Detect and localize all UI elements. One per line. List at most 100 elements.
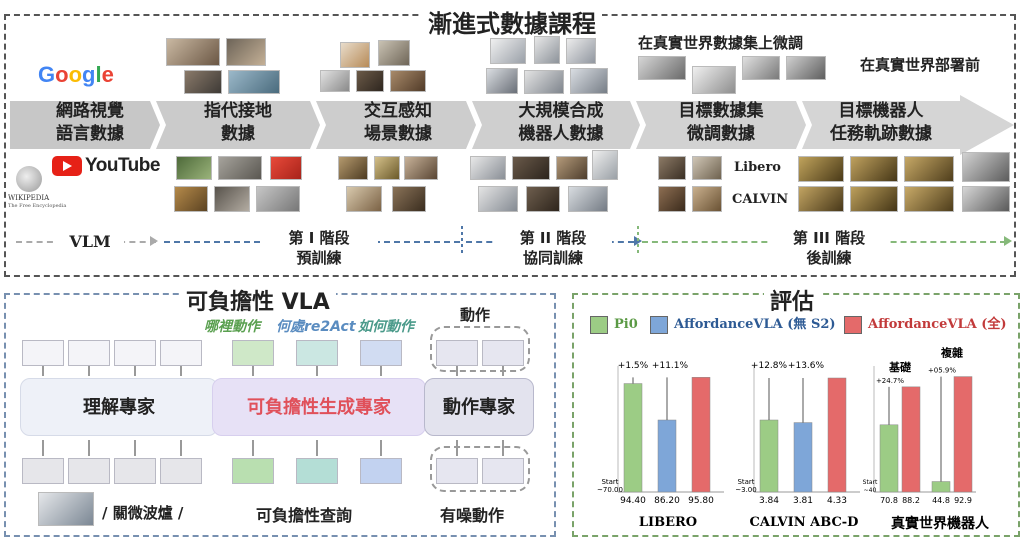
legend-label-pi0: Pi0 bbox=[614, 317, 638, 332]
phase-divider bbox=[637, 226, 639, 256]
chart-delta-label: +13.6% bbox=[788, 361, 825, 371]
chart-bar bbox=[931, 481, 951, 493]
legend-label-affordance-no-s2: AffordanceVLA (無 S2) bbox=[674, 317, 836, 332]
grounding-image bbox=[226, 38, 266, 66]
output-token bbox=[68, 340, 110, 366]
chart-delta-label: +12.8% bbox=[751, 361, 788, 371]
chart-bar bbox=[827, 377, 847, 493]
phase-arrowhead bbox=[150, 236, 158, 246]
chart-bar bbox=[901, 386, 921, 493]
finetune-real-label: 在真實世界數據集上微調 bbox=[638, 34, 804, 52]
chart-delta-label: +05.9% bbox=[928, 367, 956, 375]
target-robot-image bbox=[850, 186, 898, 212]
grounding-image bbox=[270, 156, 302, 180]
google-logo: Google bbox=[38, 62, 114, 87]
real-finetune-image bbox=[786, 56, 826, 80]
synthetic-robot-image bbox=[534, 36, 560, 64]
chart-start-value: ~3.00 bbox=[735, 486, 756, 494]
chart-start-label: Start bbox=[863, 479, 878, 486]
synthetic-robot-image bbox=[486, 68, 518, 94]
grounding-image bbox=[174, 186, 208, 212]
synthetic-robot-image bbox=[490, 38, 526, 64]
chart-bar bbox=[879, 424, 899, 493]
synthetic-robot-image bbox=[512, 156, 550, 180]
stage-chevron-4 bbox=[472, 101, 640, 149]
grounding-image bbox=[214, 186, 250, 212]
affordance-query-label: 可負擔性查詢 bbox=[256, 506, 353, 525]
affordance-output-token bbox=[360, 340, 402, 366]
action-output-label: 動作 bbox=[460, 306, 491, 324]
affordance-output-token bbox=[296, 340, 338, 366]
libero-label: Libero bbox=[734, 160, 781, 175]
architecture-title: 可負擔性 VLA bbox=[180, 284, 336, 316]
affordance-query-token bbox=[232, 458, 274, 484]
chart-delta-label: +1.5% bbox=[618, 361, 649, 371]
phase-arrowhead bbox=[1004, 236, 1012, 246]
curriculum-title: 漸進式數據課程 bbox=[0, 4, 1024, 39]
scene-image bbox=[404, 156, 438, 180]
scene-image bbox=[340, 42, 370, 68]
chart-delta-label: +11.1% bbox=[652, 361, 689, 371]
youtube-icon bbox=[52, 156, 82, 176]
chart-category-label: 基礎 bbox=[888, 360, 912, 374]
affordance-query-token bbox=[296, 458, 338, 484]
chart-value-label: 44.8 bbox=[932, 496, 950, 505]
stage-target-dataset: 目標數據集微調數據 bbox=[678, 101, 764, 144]
chart-value-label: 86.20 bbox=[654, 496, 680, 506]
output-token bbox=[114, 340, 156, 366]
scene-image bbox=[320, 70, 350, 92]
scene-image bbox=[378, 40, 410, 66]
chart-value-label: 4.33 bbox=[827, 496, 847, 506]
observation-image bbox=[38, 492, 94, 526]
grounding-image bbox=[228, 70, 280, 94]
synthetic-robot-image bbox=[592, 150, 618, 180]
noisy-action-group bbox=[430, 446, 530, 492]
wikipedia-logo-text: WIKIPEDIA bbox=[8, 194, 50, 202]
synthetic-robot-image bbox=[470, 156, 506, 180]
scene-image bbox=[356, 70, 384, 92]
noisy-action-label: 有噪動作 bbox=[440, 506, 505, 525]
affordance-query-token bbox=[360, 458, 402, 484]
target-robot-image bbox=[850, 156, 898, 182]
affordance-generation-expert: 可負擔性生成專家 bbox=[212, 378, 426, 436]
stage-referring-grounding: 指代接地數據 bbox=[204, 101, 272, 144]
phase-divider bbox=[461, 226, 463, 256]
synthetic-robot-image bbox=[524, 70, 564, 94]
synthetic-robot-image bbox=[556, 156, 588, 180]
target-robot-image bbox=[798, 156, 844, 182]
how-act-label: 如何動作 bbox=[358, 319, 414, 335]
understanding-expert: 理解專家 bbox=[20, 378, 218, 436]
real-finetune-image bbox=[692, 66, 736, 94]
chart-bar bbox=[953, 376, 973, 493]
legend-swatch-affordance-no-s2 bbox=[650, 316, 668, 334]
chart-category-label: 複雜 bbox=[940, 346, 963, 360]
chart-value-label: 92.9 bbox=[954, 496, 972, 505]
legend-swatch-affordance-full bbox=[844, 316, 862, 334]
target-robot-image bbox=[904, 186, 954, 212]
chart-delta-label: +24.7% bbox=[876, 377, 904, 385]
chart-value-label: 3.84 bbox=[759, 496, 779, 506]
curriculum-arrow bbox=[10, 95, 1014, 155]
synthetic-robot-image bbox=[570, 68, 608, 94]
phase-2-label: 第 II 階段協同訓練 bbox=[494, 228, 612, 268]
calvin-image bbox=[692, 186, 722, 212]
where-act-label: 哪裡動作 bbox=[204, 319, 260, 335]
scene-image bbox=[390, 70, 426, 92]
grounding-image bbox=[184, 70, 222, 94]
stage-synthetic-robot: 大規模合成機器人數據 bbox=[518, 101, 604, 144]
chart-start-value: ~70.00 bbox=[597, 486, 623, 494]
output-token bbox=[22, 340, 64, 366]
phase-1-label: 第 I 階段預訓練 bbox=[260, 228, 378, 268]
youtube-logo-text: YouTube bbox=[85, 155, 160, 176]
affordance-output-token bbox=[232, 340, 274, 366]
chart-start-label: Start bbox=[601, 478, 618, 486]
chart-title: 真實世界機器人 bbox=[891, 515, 990, 532]
grounding-image bbox=[218, 156, 262, 180]
chart-title: CALVIN ABC-D bbox=[750, 515, 859, 530]
chart-title: LIBERO bbox=[639, 515, 697, 530]
target-robot-image bbox=[904, 156, 954, 182]
input-token bbox=[160, 458, 202, 484]
scene-image bbox=[392, 186, 426, 212]
synthetic-robot-image bbox=[526, 186, 560, 212]
